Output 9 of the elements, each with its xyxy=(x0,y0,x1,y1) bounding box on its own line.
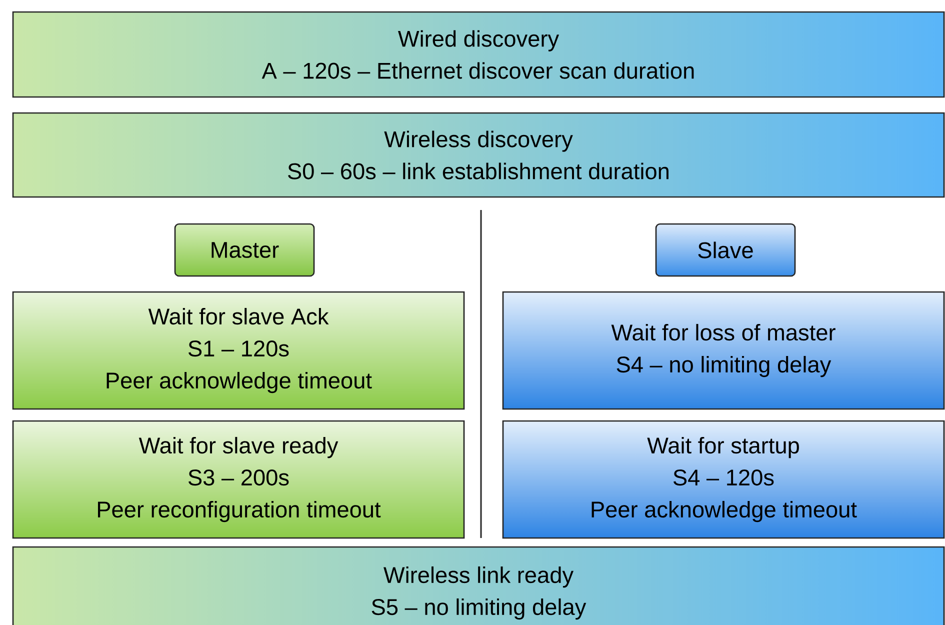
banner-box: Wireless discovery S0 – 60s – link establishment duration xyxy=(12,112,945,198)
state-box: Wait for loss of master S4 – no limiting delay xyxy=(502,291,945,410)
state-box: Wait for slave Ack S1 – 120s Peer acknowledge timeout xyxy=(12,291,465,410)
role-button: Slave xyxy=(655,223,796,277)
banner-box: Wired discovery A – 120s – Ethernet discover scan duration xyxy=(12,11,945,98)
state-box: Wait for slave ready S3 – 200s Peer reconfiguration timeout xyxy=(12,420,465,539)
state-box: Wait for startup S4 – 120s Peer acknowledge timeout xyxy=(502,420,945,539)
banner-box: Wireless link ready S5 – no limiting delay xyxy=(12,546,945,625)
role-button: Master xyxy=(174,223,315,277)
